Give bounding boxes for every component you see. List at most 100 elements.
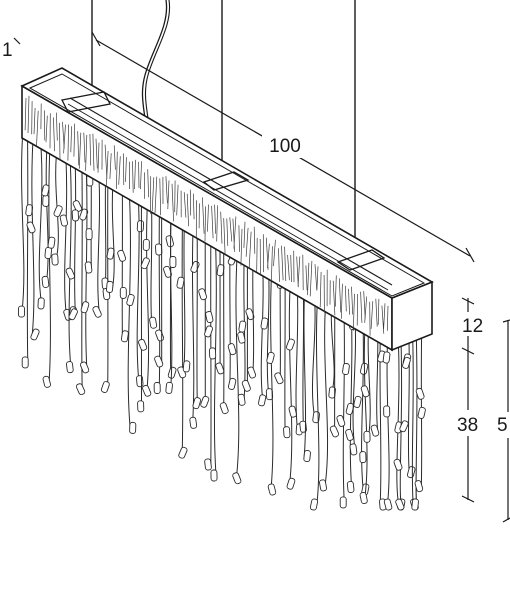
crystal-drop: [227, 343, 237, 356]
texture-line: [186, 193, 189, 227]
crystal-drop: [349, 443, 358, 456]
crystal-drop: [178, 446, 188, 459]
crystal-drop: [204, 325, 213, 338]
crystal-drop: [165, 235, 174, 248]
texture-line: [334, 275, 337, 307]
strand: [415, 326, 418, 506]
crystal-drop: [136, 375, 144, 388]
crystal-drop: [209, 347, 217, 360]
texture-line: [113, 145, 116, 170]
strand: [213, 219, 217, 477]
dimension-body-height-label: 12: [462, 316, 483, 337]
texture-line: [363, 291, 366, 319]
crystal-drop: [142, 238, 150, 251]
texture-line: [183, 192, 187, 218]
crystal-drop: [21, 356, 29, 369]
texture-line: [273, 239, 276, 267]
strand: [235, 231, 240, 479]
texture-line: [214, 204, 216, 234]
top-panel-3: [336, 249, 386, 271]
crystal-drop: [80, 361, 90, 374]
texture-line: [125, 157, 127, 182]
crystal-drop: [44, 247, 52, 259]
texture-line: [53, 117, 55, 152]
texture-line: [59, 122, 61, 161]
dimension-width: 1: [2, 37, 21, 61]
dimension-drop-length-label: 38: [457, 415, 478, 436]
crystal-drop: [126, 294, 135, 306]
dimension-total-height-label: 5: [497, 415, 508, 436]
texture-line: [381, 305, 385, 334]
crystal-drop: [149, 316, 158, 329]
texture-line: [118, 156, 121, 185]
texture-line: [383, 303, 386, 330]
crystal-drop: [370, 424, 380, 437]
crystal-drop: [154, 355, 164, 368]
crystal-drop: [359, 451, 367, 464]
crystal-drop: [360, 385, 370, 398]
strand: [68, 142, 72, 368]
crystal-drop: [137, 400, 145, 413]
texture-line: [70, 126, 72, 153]
texture-line: [204, 206, 206, 242]
crystal-drop: [66, 361, 74, 374]
crystal-drop: [238, 320, 247, 333]
crystal-drop: [407, 466, 416, 479]
crystal-drop: [18, 305, 25, 318]
dimension-width-label: 1: [2, 40, 13, 61]
texture-line: [290, 254, 292, 283]
crystal-drop: [68, 308, 78, 321]
texture-line: [271, 246, 273, 281]
crystal-drop: [288, 405, 297, 418]
crystal-drop: [329, 425, 340, 438]
crystal-drop: [228, 377, 237, 390]
texture-line: [314, 264, 318, 291]
crystal-drop: [85, 228, 93, 241]
crystal-drop: [100, 381, 110, 393]
crystal-drop: [120, 330, 129, 343]
texture-line: [43, 110, 46, 141]
texture-line: [248, 231, 252, 269]
texture-line: [56, 112, 58, 141]
strand: [74, 145, 77, 315]
crystal-drop: [241, 379, 251, 392]
crystal-drop: [309, 498, 319, 511]
texture-line: [27, 95, 30, 134]
crystal-drop: [363, 430, 371, 443]
crystal-drop: [53, 205, 63, 218]
dimension-vertical: 12 38 5: [456, 297, 510, 523]
texture-line: [104, 144, 108, 179]
texture-line: [229, 217, 233, 242]
texture-line: [216, 205, 218, 242]
texture-line: [287, 254, 290, 281]
texture-line: [167, 180, 170, 210]
crystal-drop: [393, 458, 403, 471]
crystal-drop: [342, 363, 350, 375]
strand: [146, 182, 150, 392]
crystal-drop: [138, 338, 148, 351]
crystal-drop: [117, 249, 127, 262]
texture-line: [24, 97, 27, 131]
crystal-drop: [232, 472, 242, 485]
texture-line: [345, 285, 347, 312]
texture-line: [233, 216, 237, 249]
texture-line: [319, 271, 322, 308]
texture-line: [92, 133, 95, 171]
crystal-drop: [153, 382, 161, 394]
lamp-top-face: [20, 67, 434, 299]
texture-line: [386, 305, 389, 331]
crystal-drop: [119, 286, 127, 299]
texture-line: [77, 131, 80, 166]
texture-line: [122, 153, 125, 186]
texture-line: [45, 115, 48, 143]
crystal-drop: [415, 387, 425, 400]
crystal-drop: [129, 421, 137, 434]
texture-line: [360, 291, 363, 323]
crystal-drop: [41, 184, 50, 197]
strand: [316, 274, 320, 506]
crystal-drop: [51, 253, 59, 266]
texture-line: [192, 193, 195, 220]
crystal-drop: [142, 384, 152, 397]
crystal-drop: [237, 393, 246, 406]
texture-line: [370, 301, 374, 329]
